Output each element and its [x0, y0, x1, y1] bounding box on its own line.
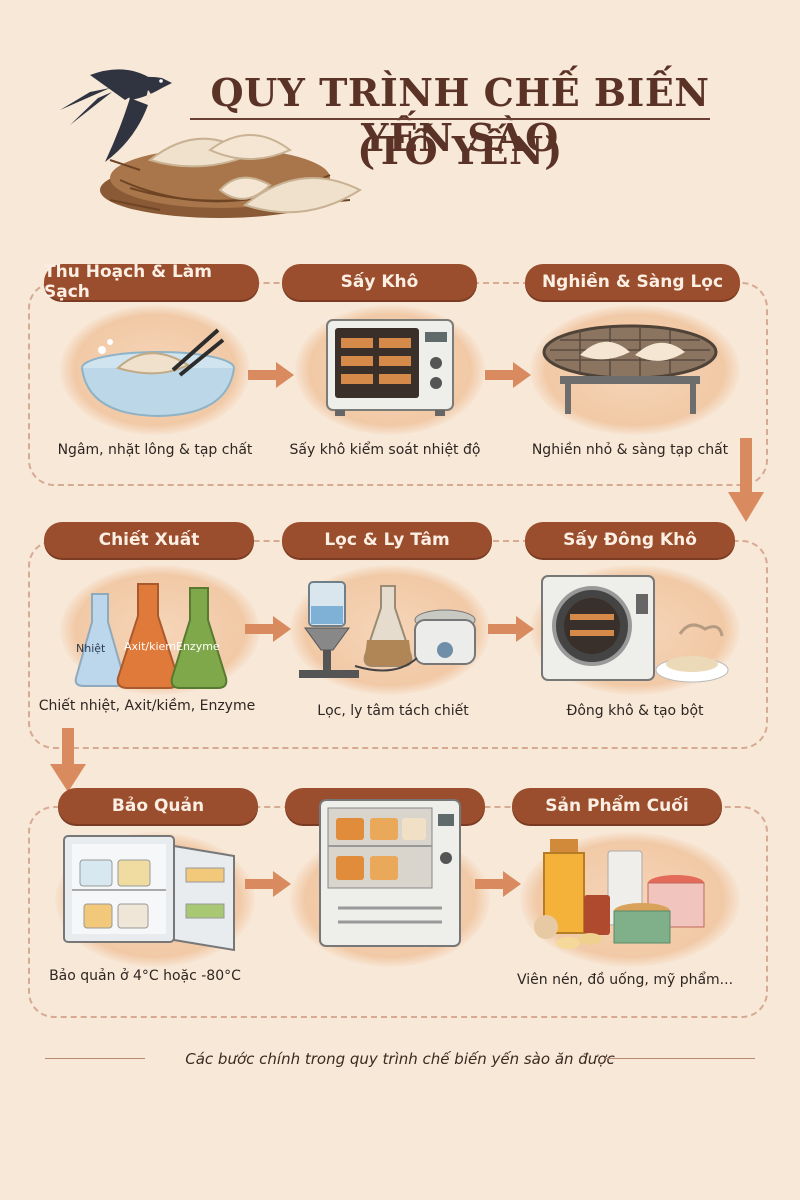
arrow-right-icon [245, 871, 291, 897]
flask-label-heat: Nhiệt [76, 642, 106, 655]
step-4-label: Chiết Xuất [44, 522, 254, 558]
arrow-right-icon [475, 871, 521, 897]
storage-cabinet-icon [318, 798, 468, 953]
step-7-label: Bảo Quản [58, 788, 258, 824]
filter-centrifuge-icon [295, 578, 485, 683]
step-1-label: Thu Hoạch & Làm Sạch [44, 262, 259, 302]
step-9-label: Sản Phẩm Cuối [512, 788, 722, 824]
arrow-right-icon [485, 362, 531, 388]
arrow-right-icon [248, 362, 294, 388]
swallow-nest-icon [60, 69, 363, 218]
step-9-caption: Viên nén, đồ uống, mỹ phẩm... [516, 972, 734, 988]
step-1-caption: Ngâm, nhặt lông & tạp chất [57, 442, 253, 458]
flask-label-enzyme: Enzyme [176, 640, 220, 653]
arrow-right-icon [245, 616, 291, 642]
products-icon [528, 835, 710, 950]
title-divider [190, 118, 710, 120]
page-title: QUY TRÌNH CHẾ BIẾN YẾN SÀO [210, 70, 710, 160]
soaking-bowl-icon [78, 320, 238, 420]
sieve-rack-icon [540, 320, 720, 420]
page-subtitle: (TỐ YẾN) [357, 128, 563, 173]
step-6-caption: Đông khô & tạo bột [566, 703, 704, 719]
step-2-label: Sấy Khô [282, 264, 477, 300]
flask-label-acid: Axit/kiem [124, 640, 177, 653]
footer-rule-right [605, 1058, 755, 1059]
header-illustration [50, 50, 380, 230]
step-2-caption: Sấy khô kiểm soát nhiệt độ [289, 442, 481, 458]
step-5-caption: Lọc, ly tâm tách chiết [317, 703, 469, 719]
step-7-caption: Bảo quản ở 4°C hoặc -80°C [49, 968, 241, 984]
fridge-icon [62, 832, 244, 952]
footer-caption: Các bước chính trong quy trình chế biến … [185, 1050, 615, 1068]
freeze-dryer-icon [540, 574, 730, 689]
step-3-caption: Nghiền nhỏ & sàng tạp chất [531, 442, 729, 458]
step-4-caption: Chiết nhiệt, Axit/kiềm, Enzyme [38, 698, 256, 714]
flasks-icon: Nhiệt Axit/kiem Enzyme [72, 582, 242, 692]
step-5-label: Lọc & Ly Tâm [282, 522, 492, 558]
step-3-label: Nghiền & Sàng Lọc [525, 264, 740, 300]
footer-rule-left [45, 1058, 145, 1059]
drying-oven-icon [325, 318, 455, 418]
step-6-label: Sấy Đông Khô [525, 522, 735, 558]
arrow-down-icon [50, 728, 86, 792]
arrow-down-icon [728, 438, 764, 522]
arrow-right-icon [488, 616, 534, 642]
